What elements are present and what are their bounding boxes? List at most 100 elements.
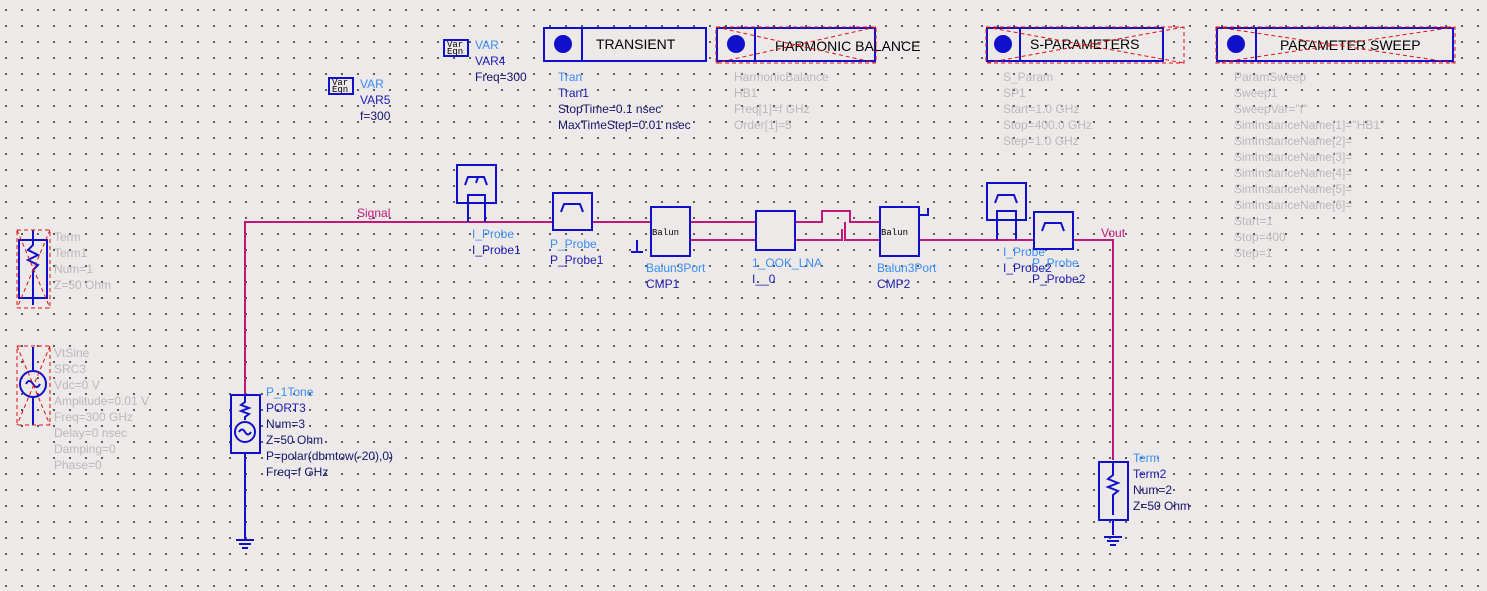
i-probe2[interactable]: I_Probe I_Probe2	[986, 182, 1052, 275]
i-probe1[interactable]: I_Probe I_Probe1	[456, 164, 521, 257]
component-type: Balun3Port	[646, 261, 706, 275]
term1-component[interactable]: Term Term1 Num=1 Z=50 Ohm	[16, 229, 111, 309]
simulator-icon	[554, 35, 572, 53]
var5-block[interactable]: Var Eqn VAR VAR5 f=300	[328, 77, 391, 123]
balun-cmp2[interactable]: Balun Balun3Port CMP2	[877, 206, 937, 291]
parameter-sweep-controller[interactable]: PARAMETER SWEEP ParamSweep Sweep1 SweepV…	[1215, 26, 1456, 260]
port-p1tone[interactable]: P_1Tone PORT3 Num=3 Z=50 Ohm P=polar(dbm…	[230, 385, 393, 479]
component-name: Tran1	[558, 86, 589, 100]
component-param: Freq[1]=f GHz	[734, 102, 810, 116]
component-type: Balun3Port	[877, 261, 937, 275]
component-param: Z=50 Ohm	[266, 433, 323, 447]
component-name: PORT3	[266, 401, 306, 415]
deactivated-mark	[985, 26, 1185, 64]
component-name: Sweep1	[1234, 86, 1278, 100]
component-name: P_Probe2	[1032, 272, 1086, 286]
component-name: CMP1	[646, 277, 680, 291]
var-eqn-icon: Var	[447, 40, 463, 50]
simulator-icon	[1227, 35, 1245, 53]
component-type: VAR	[360, 77, 384, 91]
component-name: I_Probe2	[1003, 261, 1052, 275]
sine-source-icon	[19, 370, 47, 398]
var-eqn-icon: Var	[332, 78, 348, 88]
meter-icon	[994, 194, 1018, 204]
p-probe2[interactable]: P_Probe P_Probe2	[1032, 211, 1086, 286]
component-type: P_Probe	[1032, 256, 1079, 270]
ground-icon	[236, 240, 1122, 549]
component-param: P=polar(dbmtow(-20),0)	[266, 449, 393, 463]
meter-icon	[560, 203, 584, 213]
transient-controller[interactable]: TRANSIENT Tran Tran1 StopTime=0.1 nsec M…	[543, 27, 707, 132]
ook-lna-subcircuit[interactable]: 1_OOK_LNA I__0	[752, 210, 822, 286]
controller-title: S-PARAMETERS	[1030, 36, 1139, 52]
var4-block[interactable]: Var Eqn VAR VAR4 Freq=300	[443, 38, 527, 84]
harmonic-balance-controller[interactable]: HARMONIC BALANCE HarmonicBalance HB1 Fre…	[715, 26, 920, 132]
component-param: SimInstanceName[3]=	[1234, 150, 1352, 164]
component-param: SimInstanceName[5]=	[1234, 182, 1352, 196]
component-type: VAR	[475, 38, 499, 52]
component-param: Stop=400	[1234, 230, 1286, 244]
sine-source-icon	[234, 421, 256, 443]
component-name: VAR4	[475, 54, 506, 68]
component-param: Freq=300 GHz	[54, 410, 133, 424]
net-label-signal: Signal	[357, 206, 390, 220]
component-param: Order[1]=5	[734, 118, 792, 132]
component-param: Step=1	[1234, 246, 1273, 260]
component-param: f=300	[360, 109, 391, 123]
component-param: SimInstanceName[4]=	[1234, 166, 1352, 180]
component-param: Start=1	[1234, 214, 1273, 228]
balun-cmp1[interactable]: Balun Balun3Port CMP1	[646, 206, 706, 291]
component-param: MaxTimeStep=0.01 nsec	[558, 118, 691, 132]
component-type: Term	[1133, 451, 1160, 465]
component-name: I__0	[752, 272, 776, 286]
component-type: HarmonicBalance	[734, 70, 829, 84]
component-type: ParamSweep	[1234, 70, 1306, 84]
component-name: P_Probe1	[550, 253, 604, 267]
component-param: Step=1.0 GHz	[1003, 134, 1079, 148]
component-param: StopTime=0.1 nsec	[558, 102, 661, 116]
term2-component[interactable]: Term Term2 Num=2 Z=50 Ohm	[1098, 451, 1190, 521]
meter-icon	[1041, 222, 1065, 232]
component-type: VtSine	[54, 346, 90, 360]
controller-title: TRANSIENT	[596, 36, 676, 52]
component-name: SP1	[1003, 86, 1026, 100]
deactivated-mark	[16, 229, 51, 309]
component-param: Z=50 Ohm	[1133, 499, 1190, 513]
component-param: Vdc=0 V	[54, 378, 100, 392]
deactivated-mark	[16, 345, 51, 426]
component-name: CMP2	[877, 277, 911, 291]
resistor-icon	[1105, 462, 1121, 515]
component-param: Phase=0	[54, 458, 102, 472]
s-parameters-controller[interactable]: S-PARAMETERS S_Param SP1 Start=1.0 GHz S…	[985, 26, 1185, 148]
deactivated-mark	[1215, 26, 1456, 64]
component-type: Tran	[558, 70, 582, 84]
component-type: P_Probe	[550, 237, 597, 251]
component-name: Term1	[54, 246, 88, 260]
component-type: P_1Tone	[266, 385, 314, 399]
component-param: Num=2	[1133, 483, 1172, 497]
wires[interactable]	[244, 210, 1114, 540]
component-type: I_Probe	[472, 227, 514, 241]
balun-label: Balun	[652, 228, 679, 238]
controller-title: PARAMETER SWEEP	[1280, 37, 1421, 53]
resistor-icon	[238, 395, 252, 420]
net-label-vout: Vout	[1101, 226, 1126, 240]
component-type: S_Param	[1003, 70, 1053, 84]
component-type: 1_OOK_LNA	[752, 256, 822, 270]
simulator-icon	[994, 35, 1012, 53]
controller-title: HARMONIC BALANCE	[775, 38, 920, 54]
component-param: Freq=f GHz	[266, 465, 328, 479]
component-param: Z=50 Ohm	[54, 278, 111, 292]
component-param: Num=1	[54, 262, 93, 276]
component-param: Freq=300	[475, 70, 527, 84]
vtsine-source[interactable]: VtSine SRC3 Vdc=0 V Amplitude=0.01 V Fre…	[16, 345, 149, 472]
component-name: VAR5	[360, 93, 391, 107]
component-param: SimInstanceName[2]=	[1234, 134, 1352, 148]
component-name: SRC3	[54, 362, 86, 376]
component-type: Term	[54, 230, 81, 244]
component-param: Delay=0 nsec	[54, 426, 127, 440]
balun-label: Balun	[881, 228, 908, 238]
component-name: HB1	[734, 86, 758, 100]
p-probe1[interactable]: P_Probe P_Probe1	[550, 192, 604, 267]
